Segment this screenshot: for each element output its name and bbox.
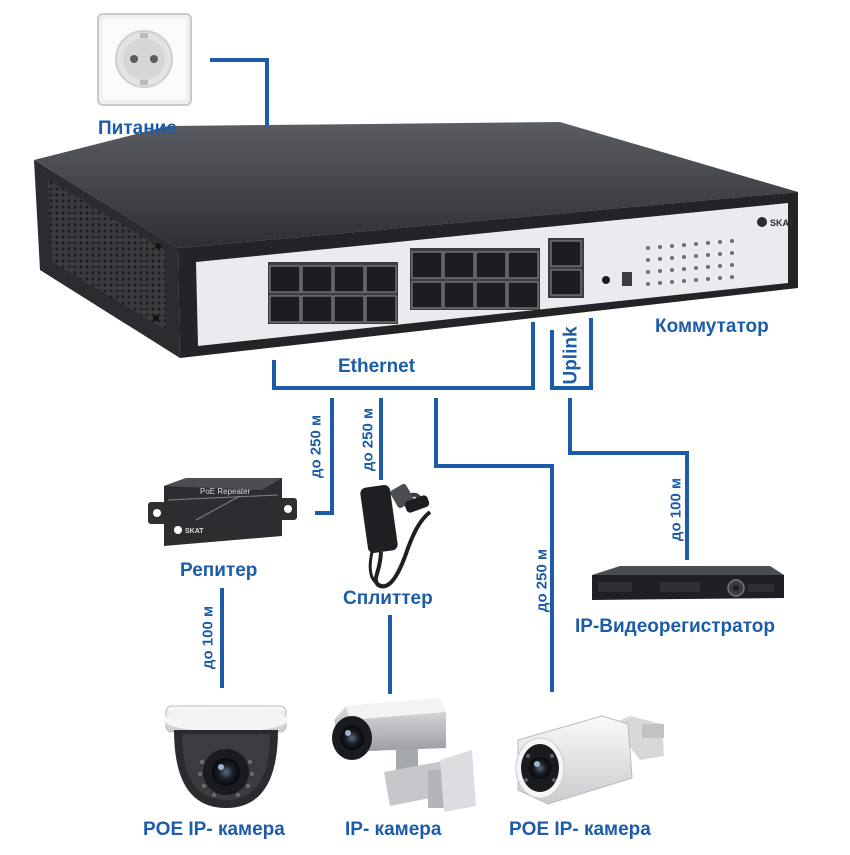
distance-repeater-to-dome: до 100 м xyxy=(199,605,217,670)
label-bullet-camera: POE IP- камера xyxy=(509,819,651,840)
ethernet-ports-block-2 xyxy=(410,248,540,310)
distance-to-splitter: до 250 м xyxy=(359,407,377,472)
connection-lines xyxy=(210,58,689,694)
box-camera-icon xyxy=(332,698,476,812)
label-dome-camera: POE IP- камера xyxy=(143,819,285,840)
dome-camera-icon xyxy=(164,705,288,808)
led-indicators xyxy=(646,239,734,286)
line-uplink-bracket xyxy=(550,318,593,390)
label-switch: Коммутатор xyxy=(655,316,769,337)
power-socket-icon xyxy=(97,13,192,106)
label-box-camera: IP- камера xyxy=(345,819,442,840)
bullet-camera-icon xyxy=(515,715,664,805)
distance-to-nvr: до 100 м xyxy=(667,477,685,542)
repeater-brand-text: SKAT xyxy=(185,528,204,535)
line-to-nvr xyxy=(568,398,689,560)
line-power xyxy=(210,58,269,140)
network-switch-icon: SKAT xyxy=(34,122,798,358)
poe-repeater-icon: PoE Repeater SKAT xyxy=(148,478,297,546)
uplink-ports xyxy=(548,238,584,298)
label-power: Питание xyxy=(98,118,177,139)
distance-to-repeater: до 250 м xyxy=(307,414,325,479)
line-to-bullet xyxy=(434,398,554,692)
label-ethernet: Ethernet xyxy=(338,356,416,377)
poe-splitter-icon xyxy=(360,483,432,589)
label-repeater: Репитер xyxy=(180,560,258,581)
ethernet-ports-block-1 xyxy=(268,262,398,324)
repeater-title-text: PoE Repeater xyxy=(200,487,251,496)
distance-to-bullet: до 250 м xyxy=(533,548,551,613)
label-splitter: Сплиттер xyxy=(343,588,433,609)
line-ethernet-bracket xyxy=(272,322,535,390)
label-uplink: Uplink xyxy=(560,326,582,385)
label-nvr: IP-Видеорегистратор xyxy=(575,616,775,637)
nvr-recorder-icon xyxy=(592,566,784,600)
line-to-repeater xyxy=(315,398,334,515)
switch-brand-text: SKAT xyxy=(770,218,794,228)
